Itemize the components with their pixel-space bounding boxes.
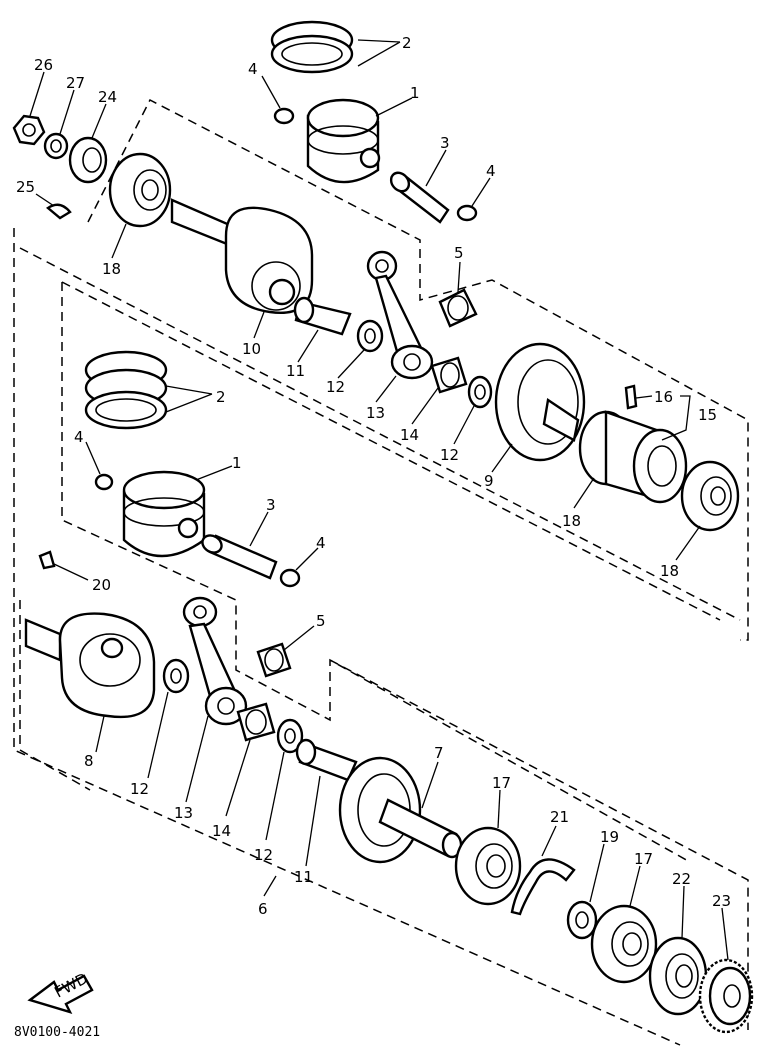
callout-3-lower: 3 bbox=[266, 496, 276, 514]
nut-26 bbox=[12, 114, 46, 146]
clip-upper-right bbox=[456, 204, 478, 222]
callout-27: 27 bbox=[66, 74, 85, 92]
crank-web-10 bbox=[170, 198, 314, 314]
callout-2-upper: 2 bbox=[402, 34, 412, 52]
callout-17-b: 17 bbox=[634, 850, 653, 868]
bearing-right bbox=[680, 460, 740, 532]
callout-16: 16 bbox=[654, 388, 673, 406]
washer-19 bbox=[566, 900, 598, 940]
callout-19: 19 bbox=[600, 828, 619, 846]
connecting-rod-upper bbox=[366, 250, 434, 380]
callout-11-upper: 11 bbox=[286, 362, 305, 380]
callout-10: 10 bbox=[242, 340, 261, 358]
leader-lines bbox=[29, 39, 729, 961]
gear-23 bbox=[698, 958, 754, 1034]
oil-seal-22 bbox=[648, 936, 708, 1016]
callout-6: 6 bbox=[258, 900, 268, 918]
clip-lower-right bbox=[279, 568, 301, 588]
crank-web-9 bbox=[494, 342, 586, 462]
bearing-upper-left bbox=[108, 152, 172, 228]
callout-8: 8 bbox=[84, 752, 94, 770]
crank-pin-11-upper bbox=[293, 296, 352, 336]
callout-4-upper-right: 4 bbox=[486, 162, 496, 180]
callout-12-lower-a: 12 bbox=[130, 780, 149, 798]
callout-13-lower: 13 bbox=[174, 804, 193, 822]
bearing-center bbox=[578, 410, 688, 504]
callout-22: 22 bbox=[672, 870, 691, 888]
callout-23: 23 bbox=[712, 892, 731, 910]
piston-upper bbox=[306, 98, 381, 184]
piston-pin-lower bbox=[201, 534, 278, 580]
callout-4-lower-left: 4 bbox=[74, 428, 84, 446]
piston-ring-upper bbox=[270, 20, 354, 74]
bearing-14-lower bbox=[236, 702, 276, 742]
oil-seal-24 bbox=[68, 136, 108, 184]
piston-pin-upper bbox=[389, 171, 450, 224]
clip-lower-left bbox=[94, 473, 114, 491]
clip-upper-left bbox=[273, 107, 295, 125]
callout-1-lower: 1 bbox=[232, 454, 242, 472]
piston-lower bbox=[122, 470, 206, 558]
washer-12-lower-a bbox=[162, 658, 190, 694]
crank-web-8 bbox=[24, 612, 156, 719]
pin-16 bbox=[624, 384, 638, 410]
callout-2-lower: 2 bbox=[216, 388, 226, 406]
callout-12-upper-a: 12 bbox=[326, 378, 345, 396]
woodruff-key-25 bbox=[45, 203, 72, 220]
needle-bearing-5-upper bbox=[438, 288, 478, 328]
callout-9: 9 bbox=[484, 472, 494, 490]
bearing-14-upper bbox=[430, 356, 468, 394]
connecting-rod-lower bbox=[182, 596, 248, 726]
assembly-outline-upper bbox=[13, 98, 749, 1046]
callout-5-lower: 5 bbox=[316, 612, 326, 630]
callout-14-lower: 14 bbox=[212, 822, 231, 840]
callout-11-lower: 11 bbox=[294, 868, 313, 886]
crank-web-7 bbox=[338, 756, 463, 864]
callout-5-upper: 5 bbox=[454, 244, 464, 262]
callout-3-upper: 3 bbox=[440, 134, 450, 152]
crank-pin-11-lower bbox=[295, 738, 358, 782]
callout-18-right: 18 bbox=[660, 562, 679, 580]
callout-4-lower-right: 4 bbox=[316, 534, 326, 552]
callout-20: 20 bbox=[92, 576, 111, 594]
bearing-17-b bbox=[590, 904, 658, 984]
callout-24: 24 bbox=[98, 88, 117, 106]
callout-12-lower-b: 12 bbox=[254, 846, 273, 864]
callout-25: 25 bbox=[16, 178, 35, 196]
piston-ring-lower bbox=[84, 350, 168, 430]
callout-13-upper: 13 bbox=[366, 404, 385, 422]
key-20 bbox=[38, 550, 56, 570]
callout-7: 7 bbox=[434, 744, 444, 762]
callout-labels: 2 4 1 3 4 26 27 24 25 18 10 5 11 12 13 1… bbox=[16, 34, 731, 918]
callout-1-upper: 1 bbox=[410, 84, 420, 102]
washer-12-upper-b bbox=[467, 375, 493, 409]
callout-15: 15 bbox=[698, 406, 717, 424]
washer-12-upper-a bbox=[356, 319, 384, 353]
forward-arrow-icon: FWD bbox=[27, 969, 94, 1014]
callout-18-center: 18 bbox=[562, 512, 581, 530]
circlip-21 bbox=[510, 858, 576, 916]
bearing-17-a bbox=[454, 826, 522, 906]
callout-17-a: 17 bbox=[492, 774, 511, 792]
diagram-code: 8V0100-4021 bbox=[14, 1025, 100, 1040]
callout-21: 21 bbox=[550, 808, 569, 826]
callout-14-upper: 14 bbox=[400, 426, 419, 444]
callout-18-upper-left: 18 bbox=[102, 260, 121, 278]
washer-27 bbox=[43, 132, 69, 160]
needle-bearing-5-lower bbox=[256, 642, 292, 678]
callout-12-upper-b: 12 bbox=[440, 446, 459, 464]
washer-12-lower-b bbox=[276, 718, 304, 754]
callout-26: 26 bbox=[34, 56, 53, 74]
callout-4-upper-left: 4 bbox=[248, 60, 258, 78]
